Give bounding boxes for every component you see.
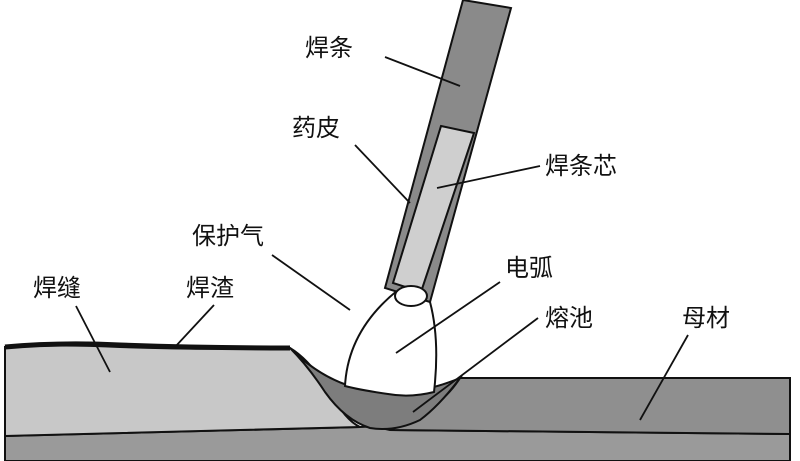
label-arc: 电弧 bbox=[505, 254, 553, 282]
leader-coating bbox=[354, 144, 411, 204]
label-slag: 焊渣 bbox=[186, 274, 234, 302]
arc-shape bbox=[343, 288, 438, 397]
electrode-tip bbox=[394, 285, 428, 307]
leader-arc bbox=[395, 281, 501, 354]
leader-shielding-gas bbox=[271, 254, 351, 311]
leader-electrode bbox=[384, 56, 461, 87]
leader-slag bbox=[174, 304, 215, 348]
leader-weld-pool bbox=[412, 317, 539, 413]
label-electrode: 焊条 bbox=[305, 34, 353, 62]
label-shielding-gas: 保护气 bbox=[192, 222, 264, 250]
weld-seam-shape bbox=[4, 344, 361, 438]
label-coating: 药皮 bbox=[292, 114, 340, 142]
leader-base-metal bbox=[639, 334, 689, 421]
leader-core-wire bbox=[436, 165, 541, 189]
leader-weld-seam bbox=[75, 305, 111, 373]
label-weld-seam: 焊缝 bbox=[33, 274, 81, 302]
label-core-wire: 焊条芯 bbox=[545, 152, 617, 180]
label-weld-pool: 熔池 bbox=[545, 304, 593, 332]
slag-layer bbox=[4, 341, 291, 351]
label-base-metal: 母材 bbox=[682, 304, 730, 332]
